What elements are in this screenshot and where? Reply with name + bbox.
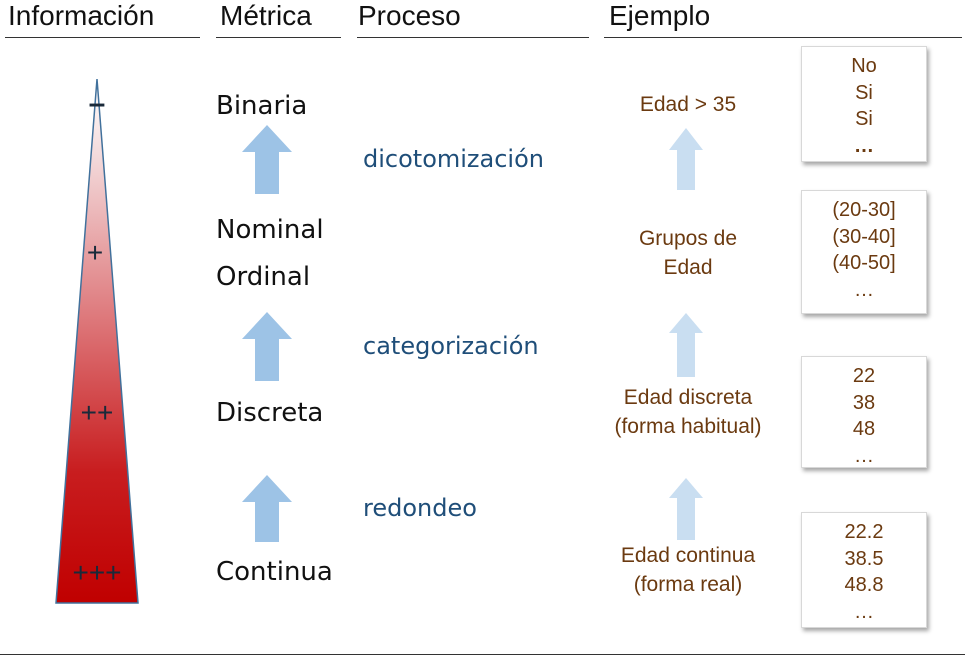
info-level-minus: – <box>89 87 106 120</box>
box-value: … <box>854 134 874 157</box>
box-value: 22.2 <box>844 521 884 543</box>
box-value: … <box>854 600 874 623</box>
box-value: 38.5 <box>844 547 884 570</box>
header-underline-ejemplo <box>604 37 962 38</box>
header-proceso: Proceso <box>358 0 461 31</box>
box-value: … <box>854 278 874 301</box>
metric-nominal: Nominal <box>216 215 324 245</box>
box-value: (30-40] <box>832 225 896 248</box>
metric-binaria: Binaria <box>216 91 308 121</box>
example-arrow-edad35 <box>669 128 703 190</box>
example-grupos-edad: Grupos de Edad <box>593 224 783 282</box>
info-level-plus: + <box>87 237 103 268</box>
info-level-plus-plus-plus: +++ <box>72 557 121 588</box>
box-value: 22 <box>852 365 876 387</box>
metric-ordinal: Ordinal <box>216 262 311 292</box>
example-edad-35: Edad > 35 <box>593 90 783 119</box>
example-edad-continua: Edad continua (forma real) <box>593 541 783 599</box>
box-value: 38 <box>852 391 876 414</box>
box-value: … <box>854 444 874 467</box>
process-dicotomizacion: dicotomización <box>363 145 544 173</box>
metric-arrow-ordinal <box>242 312 292 381</box>
metric-continua: Continua <box>216 557 333 587</box>
box-value: Si <box>855 108 873 130</box>
box-value: (20-30] <box>832 199 896 221</box>
example-discreta-line1: Edad discreta <box>623 386 753 409</box>
example-edad-discreta: Edad discreta (forma habitual) <box>593 383 783 441</box>
bottom-rule <box>0 654 965 655</box>
example-discreta-line2: (forma habitual) <box>614 415 762 438</box>
process-redondeo: redondeo <box>363 494 477 522</box>
header-informacion: Información <box>8 0 155 31</box>
metric-discreta: Discreta <box>216 398 324 428</box>
values-box-continua: 22.2 38.5 48.8 … <box>801 512 927 628</box>
values-box-grupos: (20-30] (30-40] (40-50] … <box>801 190 927 314</box>
process-categorizacion: categorización <box>363 332 539 360</box>
box-value: (40-50] <box>832 252 896 274</box>
box-value: 48.8 <box>844 574 884 596</box>
box-value: 48 <box>852 418 876 440</box>
header-underline-proceso <box>357 37 589 38</box>
header-underline-metrica <box>216 37 341 38</box>
example-arrow-grupos <box>669 313 703 377</box>
metric-arrow-binaria <box>242 125 292 194</box>
box-value: Si <box>855 81 873 104</box>
example-continua-line1: Edad continua <box>620 544 756 567</box>
header-ejemplo: Ejemplo <box>609 0 711 31</box>
example-arrow-discreta <box>669 478 703 540</box>
information-triangle <box>55 78 139 604</box>
header-metrica: Métrica <box>220 0 312 31</box>
info-level-plus-plus: ++ <box>81 397 114 428</box>
values-box-discreta: 22 38 48 … <box>801 356 927 468</box>
metric-arrow-discreta <box>242 475 292 542</box>
example-grupos-line1: Grupos de <box>638 227 738 250</box>
box-value: No <box>851 55 877 77</box>
header-underline-informacion <box>5 37 200 38</box>
example-continua-line2: (forma real) <box>633 573 743 596</box>
values-box-binaria: No Si Si … <box>801 46 927 162</box>
example-edad-35-text: Edad > 35 <box>639 93 737 116</box>
example-grupos-line2: Edad <box>663 256 713 279</box>
